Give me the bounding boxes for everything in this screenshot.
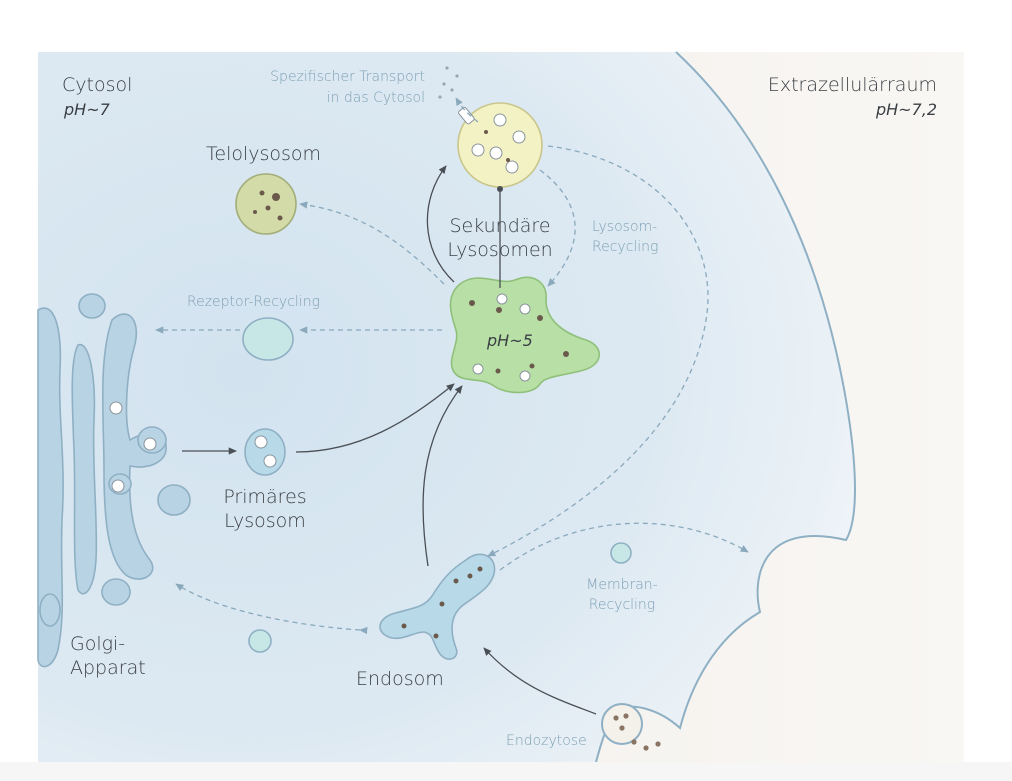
primary-lysosome-label-line2: Lysosom bbox=[224, 510, 306, 532]
endosome bbox=[379, 553, 496, 660]
rezeptor-recycling-label: Rezeptor-Recycling bbox=[187, 294, 320, 310]
cell-membrane bbox=[595, 51, 856, 763]
membrane-vesicle bbox=[610, 542, 632, 564]
late-lysosome bbox=[449, 276, 601, 394]
transport-label-line1: Spezifischer Transport bbox=[270, 69, 425, 85]
endocytosis-pit bbox=[601, 703, 661, 751]
endosom-label: Endosom bbox=[356, 668, 444, 690]
secondary-lysosome-label-line1: Sekundäre bbox=[449, 215, 551, 237]
transport-label-line2: in das Cytosol bbox=[326, 90, 425, 106]
dashed-arrows bbox=[155, 97, 749, 635]
primary-lysosome bbox=[244, 428, 286, 476]
cytosol-ph-label: pH~7 bbox=[64, 100, 110, 119]
ph5-label: pH~5 bbox=[487, 331, 533, 350]
golgi-label-line2: Apparat bbox=[70, 657, 146, 679]
endozytose-label: Endozytose bbox=[506, 733, 587, 749]
secondary-lysosome bbox=[457, 102, 543, 192]
primary-lysosome-label-line1: Primäres bbox=[223, 486, 307, 508]
golgi-enzymes bbox=[109, 401, 157, 493]
membran-recycling-label-line1: Membran- bbox=[586, 577, 658, 593]
golgi-vesicle bbox=[248, 629, 272, 653]
extracellular-label: Extrazellulärraum bbox=[767, 74, 937, 96]
secondary-lysosome-label-line2: Lysosomen bbox=[447, 239, 553, 261]
solid-arrows bbox=[182, 165, 597, 715]
membran-recycling-label-line2: Recycling bbox=[588, 597, 656, 613]
telolysosom-label: Telolysosom bbox=[206, 143, 322, 165]
bottom-strip bbox=[0, 762, 1012, 781]
receptor-vesicle bbox=[242, 317, 294, 361]
transport-particles bbox=[438, 66, 459, 99]
extracellular-ph-label: pH~7,2 bbox=[875, 100, 937, 119]
lysosom-recycling-label-line1: Lysosom- bbox=[592, 219, 658, 235]
golgi-apparatus bbox=[37, 293, 191, 668]
lysosom-recycling-label-line2: Recycling bbox=[592, 239, 659, 255]
golgi-label-line1: Golgi- bbox=[70, 633, 126, 655]
cytosol-label: Cytosol bbox=[62, 74, 133, 96]
telolysosome bbox=[235, 173, 297, 235]
